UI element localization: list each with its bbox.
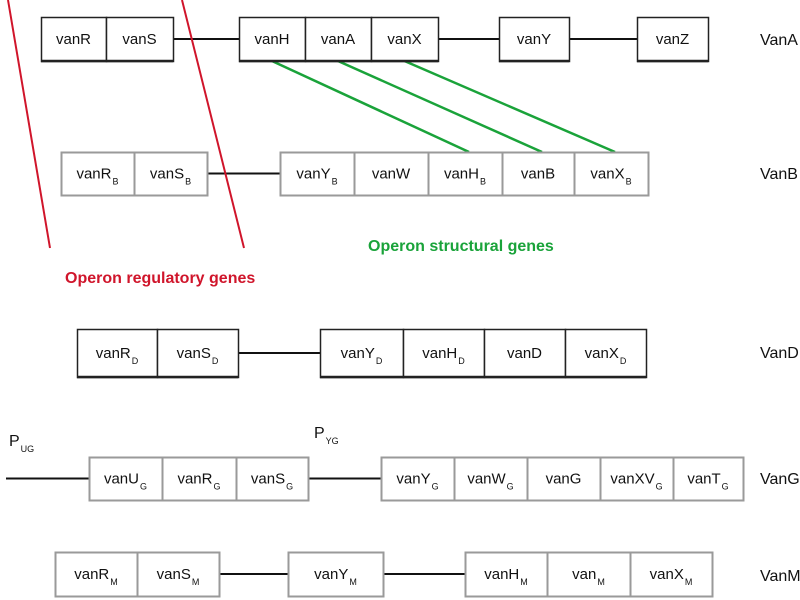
cluster-label-vanb: VanB <box>760 166 798 183</box>
cluster-label-vang: VanG <box>760 471 800 488</box>
gene-box-vanm: vanM <box>546 551 632 598</box>
gene-name: vanYB <box>296 166 337 187</box>
gene-box-vang: vanG <box>526 456 602 502</box>
gene-box-vanyg: vanYG <box>380 456 456 502</box>
regulatory-boundary-line <box>7 0 51 249</box>
gene-box-vanhm: vanHM <box>464 551 549 598</box>
gene-box-vanym: vanYM <box>287 551 385 598</box>
gene-box-vansd: vanSD <box>156 328 240 379</box>
gene-box-vansm: vanSM <box>136 551 221 598</box>
gene-box-vanr: vanR <box>40 16 108 63</box>
gene-box-vanwg: vanWG <box>453 456 529 502</box>
gene-name: vanHB <box>444 166 486 187</box>
gene-name: vanSB <box>150 166 191 187</box>
cluster-label-vand: VanD <box>760 345 799 362</box>
gene-name: vanRG <box>177 471 220 492</box>
gene-name: vanA <box>321 31 355 48</box>
regulatory-boundary-line <box>181 0 245 249</box>
gene-name: vanS <box>122 31 156 48</box>
gene-name: vanHM <box>484 566 528 587</box>
annotation-lines <box>7 0 616 249</box>
gene-name: vanYG <box>396 471 438 492</box>
gene-name: vanZ <box>656 31 689 48</box>
gene-box-vansg: vanSG <box>235 456 310 502</box>
gene-box-vantg: vanTG <box>672 456 745 502</box>
gene-name: vanYD <box>341 345 383 366</box>
gene-name: vanSM <box>157 566 200 587</box>
gene-name: vanW <box>372 166 411 183</box>
gene-name: vanTG <box>687 471 728 492</box>
gene-box-vand: vanD <box>483 328 567 379</box>
gene-box-vanhd: vanHD <box>402 328 486 379</box>
gene-name: vanM <box>572 566 605 587</box>
gene-name: vanSG <box>251 471 293 492</box>
gene-box-vanrd: vanRD <box>76 328 159 379</box>
gene-box-vanb: vanB <box>501 151 576 197</box>
homology-line <box>337 59 543 154</box>
gene-box-vany: vanY <box>498 16 571 63</box>
cluster-label-vana: VanA <box>760 32 798 49</box>
cluster-label-layer: VanA VanB VanD VanG PUG PYG VanM <box>9 32 800 585</box>
gene-name: vanRB <box>76 166 118 187</box>
gene-name: vanXD <box>585 345 627 366</box>
promoter-label-pug: PUG <box>9 433 34 454</box>
gene-name: vanWG <box>467 471 513 492</box>
gene-box-layer: vanR vanS vanH vanA vanX vanY vanZ vanRB vanSB va… <box>40 16 745 598</box>
gene-box-vanz: vanZ <box>636 16 710 63</box>
gene-name: vanRM <box>74 566 118 587</box>
homology-line <box>271 59 470 154</box>
gene-box-vanyd: vanYD <box>319 328 405 379</box>
gene-box-vanw: vanW <box>353 151 430 197</box>
gene-name: vanHD <box>422 345 465 366</box>
gene-name: vanYM <box>314 566 357 587</box>
promoter-label-pyg: PYG <box>314 425 339 446</box>
gene-box-vanyb: vanYB <box>279 151 356 197</box>
gene-box-vanh: vanH <box>238 16 307 63</box>
gene-box-vanxvg: vanXVG <box>599 456 675 502</box>
gene-name: vanRD <box>96 345 139 366</box>
structural-genes-label: Operon structural genes <box>368 238 554 255</box>
gene-box-vana: vanA <box>304 16 373 63</box>
gene-name: vanY <box>517 31 551 48</box>
gene-box-vanx: vanX <box>370 16 440 63</box>
gene-box-vanxd: vanXD <box>564 328 648 379</box>
gene-box-vanug: vanUG <box>88 456 164 502</box>
gene-name: vanUG <box>104 471 147 492</box>
gene-box-vanrm: vanRM <box>54 551 139 598</box>
gene-name: vanXB <box>590 166 631 187</box>
gene-box-vans: vanS <box>105 16 175 63</box>
cluster-label-vanm: VanM <box>760 568 800 585</box>
homology-line <box>404 59 616 154</box>
regulatory-genes-label: Operon regulatory genes <box>65 270 255 287</box>
gene-name: vanD <box>507 345 542 362</box>
gene-box-vanxb: vanXB <box>573 151 650 197</box>
gene-name: vanXVG <box>610 471 662 492</box>
gene-name: vanH <box>254 31 289 48</box>
gene-box-vansb: vanSB <box>133 151 209 197</box>
gene-name: vanB <box>521 166 555 183</box>
connector-layer <box>6 38 637 575</box>
gene-name: vanXM <box>650 566 693 587</box>
gene-box-vanrg: vanRG <box>161 456 238 502</box>
gene-name: vanR <box>56 31 91 48</box>
gene-box-vanrb: vanRB <box>60 151 136 197</box>
gene-name: vanG <box>546 471 582 488</box>
gene-box-vanxm: vanXM <box>629 551 714 598</box>
gene-name: vanX <box>387 31 421 48</box>
gene-box-vanhb: vanHB <box>427 151 504 197</box>
gene-name: vanSD <box>177 345 219 366</box>
